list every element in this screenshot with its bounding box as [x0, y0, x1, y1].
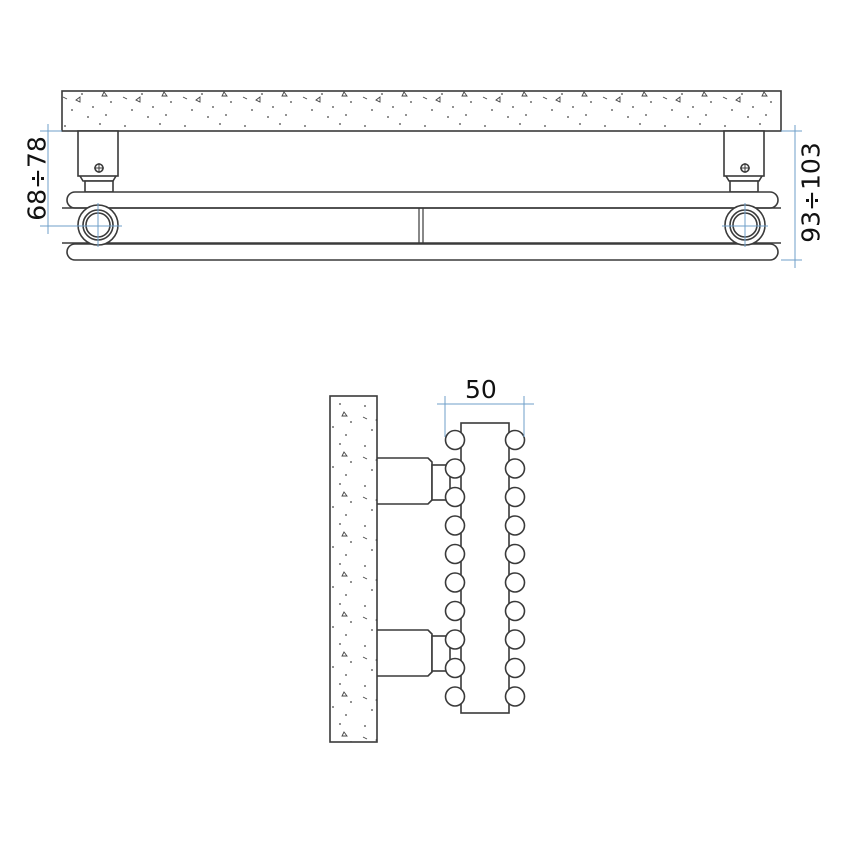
- dimension-lines-top: [40, 124, 802, 268]
- top-view: [61, 90, 782, 261]
- left-bracket: [77, 130, 119, 177]
- right-bracket: [723, 130, 765, 177]
- stone-shelf-top: [61, 90, 782, 132]
- dimension-label-width: 50: [465, 375, 497, 404]
- dimension-lines-side: [437, 396, 534, 437]
- rail-circles-left: [444, 429, 466, 707]
- dimension-label-left: 68÷78: [22, 136, 52, 221]
- rail-body: [460, 422, 510, 714]
- screw-icon: [740, 163, 750, 173]
- rail-lower: [66, 243, 779, 261]
- side-view: [329, 395, 526, 743]
- rail-circles-right: [504, 429, 526, 707]
- dimension-label-right: 93÷103: [796, 142, 826, 243]
- rail-upper: [66, 191, 779, 209]
- screw-icon: [94, 163, 104, 173]
- stone-shelf-side: [329, 395, 378, 743]
